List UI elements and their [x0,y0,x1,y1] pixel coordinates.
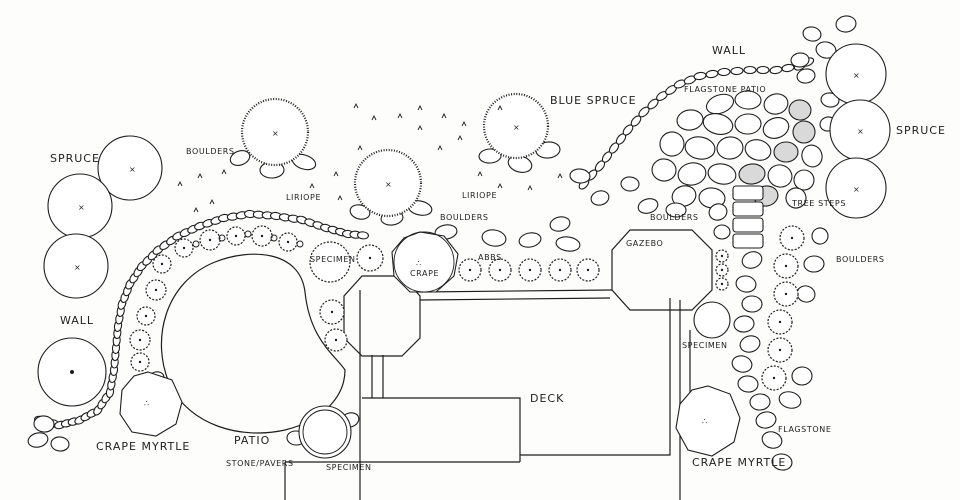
svg-text:×: × [513,123,520,132]
svg-text:∴: ∴ [416,259,422,268]
label-crape-myrtle-right: Crape Myrtle [692,456,786,469]
svg-text:×: × [129,165,136,174]
left-stone-wall [34,209,369,430]
boulders [27,15,857,452]
spruce-trees-left: × × × [43,135,163,299]
label-flagstone-right: Flagstone [778,425,831,434]
label-liriope-mid: Liriope [462,191,497,200]
flagstone-patio [651,90,823,209]
label-specimen-right: Specimen [682,341,728,350]
deck-outline [284,289,691,500]
svg-text:×: × [385,180,392,189]
label-boulders-mid: Boulders [440,213,489,222]
svg-text:×: × [853,71,860,80]
label-gazebo: Gazebo [626,239,663,248]
svg-text:×: × [272,129,279,138]
shrubs [129,225,805,391]
label-tree-steps: Tree Steps [791,199,846,208]
top-stone-wall [578,57,815,190]
wall-tree-left [37,337,107,407]
label-blue-spruce: Blue Spruce [550,94,637,107]
svg-text:×: × [853,185,860,194]
label-spruce-left: Spruce [50,152,100,165]
tree-steps [732,185,764,249]
flagstone-path [731,251,793,471]
specimen-trees [298,241,731,459]
gazebo-octagon [611,229,713,311]
label-liriope-left: Liriope [286,193,321,202]
svg-text:∴: ∴ [702,417,708,426]
label-patio: Patio [234,434,270,447]
label-crape-myrtle-left: Crape Myrtle [96,440,190,453]
label-boulders-gazebo: Boulders [650,213,699,222]
svg-text:∴: ∴ [144,399,150,408]
crape-trees: ∴ ∴ ∴ [119,231,741,457]
label-boulders-top: Boulders [186,147,235,156]
label-deck: Deck [530,392,564,405]
svg-text:×: × [74,263,81,272]
svg-text:×: × [857,127,864,136]
label-wall-top: Wall [712,44,746,57]
svg-text:×: × [78,203,85,212]
spruce-trees-right: × × × [825,43,891,219]
label-patio-sub: Stone/Pavers [226,459,294,468]
liriope-ticks [177,102,563,213]
label-specimen-bottom: Specimen [326,463,372,472]
label-abbs: Abbs [478,253,502,262]
label-crape-center: Crape [410,269,439,278]
label-wall-left: Wall [60,314,94,327]
label-specimen-left: Specimen [310,255,356,264]
plan-labels: Wall Flagstone Patio Spruce Spruce Bould… [50,44,946,472]
canopy-trees: × × × [240,92,550,218]
label-boulders-right: Boulders [836,255,885,264]
label-flagstone-patio: Flagstone Patio [684,85,766,94]
patio-circle [160,253,346,434]
label-spruce-right: Spruce [896,124,946,137]
